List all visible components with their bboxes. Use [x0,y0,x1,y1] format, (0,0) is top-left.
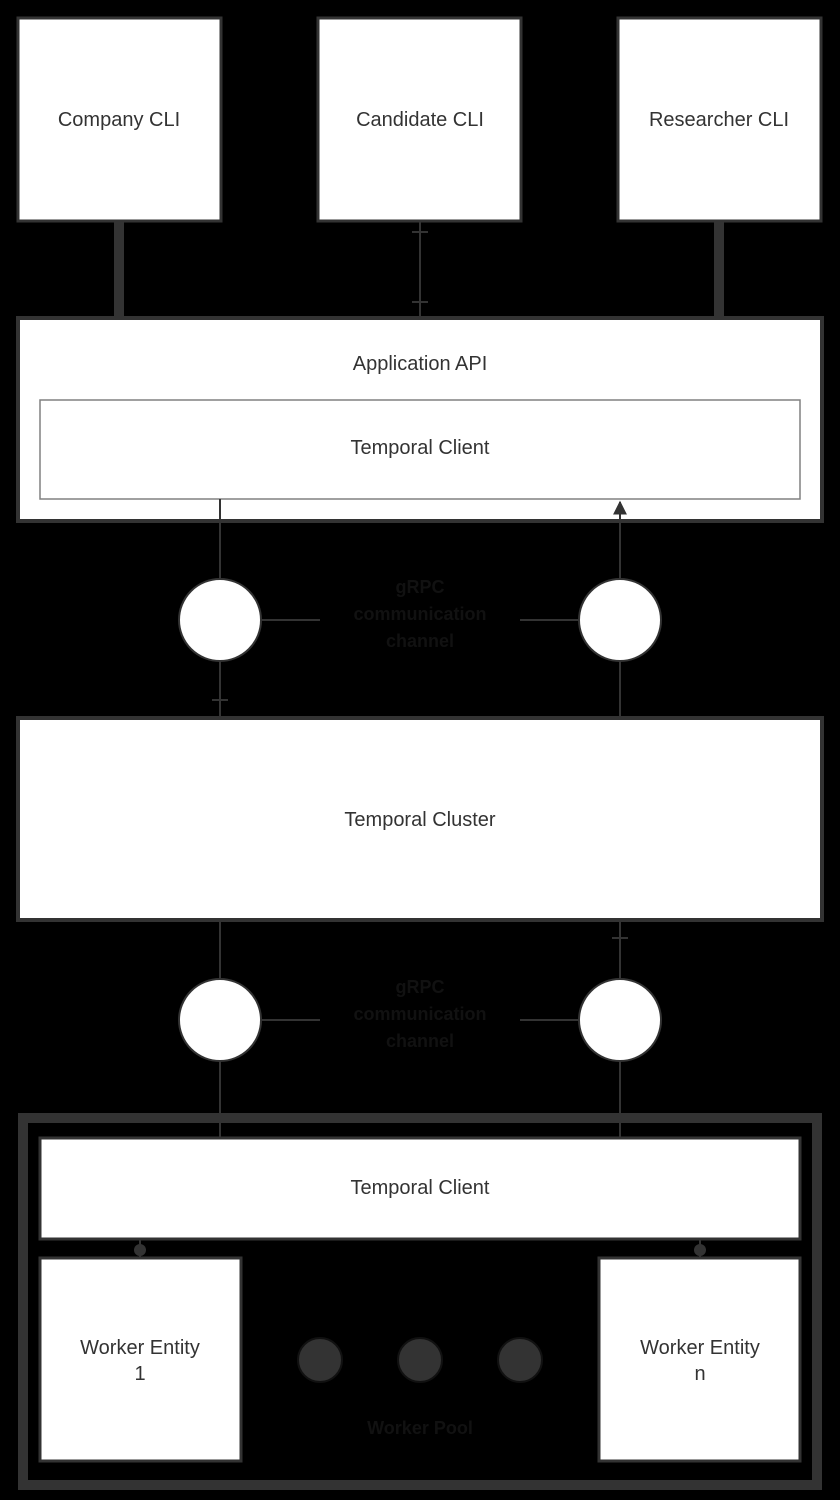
worker-entity-n-label-line1: Worker Entity [640,1337,760,1359]
company-cli-box[interactable] [16,16,223,223]
application-api-label: Application API [353,353,488,375]
worker-1-connector-dot-icon [134,1244,146,1256]
lower-channel-label-line1: gRPC [396,977,445,997]
upper-channel-label-line3: channel [386,631,454,651]
lower-channel-label-line3: channel [386,1031,454,1051]
temporal-client-bottom-box[interactable] [38,1136,802,1241]
worker-entity-n-label-line2: n [694,1363,705,1385]
worker-entity-1-label-line1: Worker Entity [80,1337,200,1359]
temporal-cluster-label: Temporal Cluster [344,809,496,831]
temporal-client-top-label: Temporal Client [351,437,490,459]
lower-left-channel-node[interactable] [178,978,262,1062]
worker-n-connector-dot-icon [694,1244,706,1256]
worker-entity-1-box[interactable] [38,1256,243,1463]
upper-channel-label-line2: communication [353,604,486,624]
worker-pool-label: Worker Pool [367,1418,473,1438]
researcher-cli-label: Researcher CLI [649,109,789,131]
upper-right-channel-node[interactable] [578,578,662,662]
temporal-client-top-box[interactable] [39,399,801,500]
lower-right-channel-node[interactable] [578,978,662,1062]
worker-entity-n-box[interactable] [597,1256,802,1463]
dot-icon [497,1337,543,1383]
researcher-cli-box[interactable] [616,16,823,223]
candidate-cli-box[interactable] [316,16,523,223]
temporal-cluster-box[interactable] [16,716,824,922]
temporal-client-bottom-label: Temporal Client [351,1177,490,1199]
lower-channel-label-line2: communication [353,1004,486,1024]
worker-entity-1-label-line2: 1 [134,1363,145,1385]
worker-group-container [18,1113,822,1490]
upper-left-channel-node[interactable] [178,578,262,662]
candidate-cli-label: Candidate CLI [356,109,484,131]
company-cli-label: Company CLI [58,109,180,131]
upper-channel-label-line1: gRPC [396,577,445,597]
dot-icon [297,1337,343,1383]
dot-icon [397,1337,443,1383]
